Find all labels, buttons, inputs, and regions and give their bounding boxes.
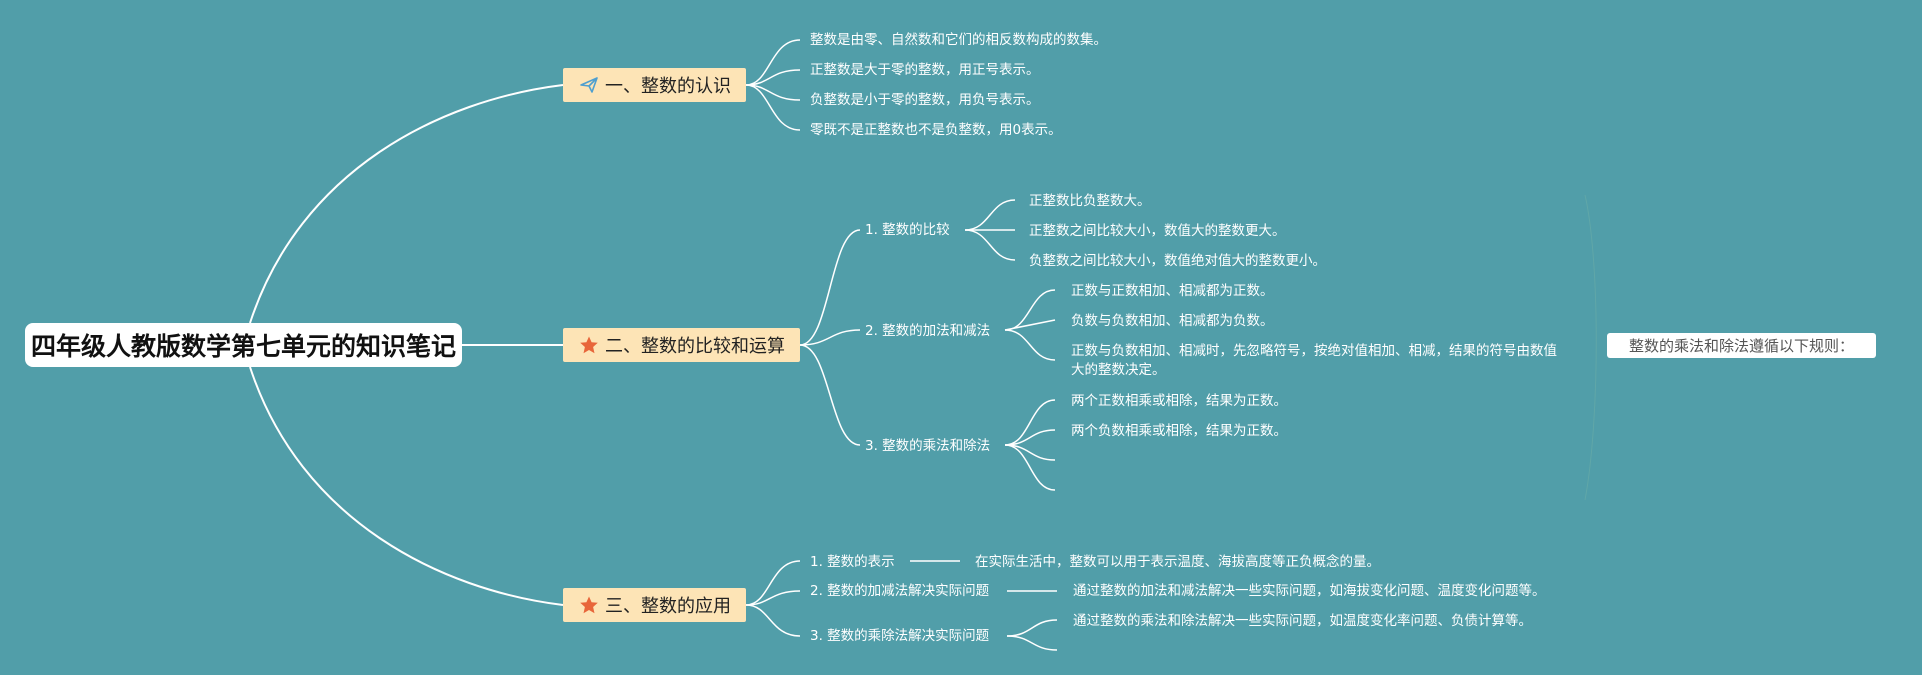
multiply-divide-item-1: 两个正数相乘或相除，结果为正数。 bbox=[1071, 393, 1287, 409]
add-subtract-problems-item: 通过整数的加法和减法解决一些实际问题，如海拔变化问题、温度变化问题等。 bbox=[1073, 583, 1546, 599]
root-node-title[interactable]: 四年级人教版数学第七单元的知识笔记 bbox=[25, 323, 462, 367]
add-subtract-item-1: 正数与正数相加、相减都为正数。 bbox=[1071, 283, 1274, 299]
topic-1-item-3: 负整数是小于零的整数，用负号表示。 bbox=[810, 92, 1040, 108]
topic-1-item-2: 正整数是大于零的整数，用正号表示。 bbox=[810, 62, 1040, 78]
topic-1-item-1: 整数是由零、自然数和它们的相反数构成的数集。 bbox=[810, 32, 1107, 48]
subtopic-add-subtract[interactable]: 2. 整数的加法和减法 bbox=[865, 323, 991, 339]
paper-plane-icon bbox=[579, 75, 599, 95]
add-subtract-item-3: 正数与负数相加、相减时，先忽略符号，按绝对值相加、相减，结果的符号由数值大的整数… bbox=[1071, 343, 1557, 378]
compare-item-3: 负整数之间比较大小，数值绝对值大的整数更小。 bbox=[1029, 253, 1326, 269]
topic-2-label: 二、整数的比较和运算 bbox=[605, 336, 785, 357]
topic-1-node[interactable]: 一、整数的认识 bbox=[563, 68, 746, 102]
star-icon bbox=[579, 595, 599, 615]
subtopic-multiply-divide-problems[interactable]: 3. 整数的乘除法解决实际问题 bbox=[810, 628, 990, 644]
topic-1-label: 一、整数的认识 bbox=[605, 76, 731, 97]
multiply-divide-problems-item: 通过整数的乘法和除法解决一些实际问题，如温度变化率问题、负债计算等。 bbox=[1073, 613, 1532, 629]
multiply-divide-item-2: 两个负数相乘或相除，结果为正数。 bbox=[1071, 423, 1287, 439]
topic-2-node[interactable]: 二、整数的比较和运算 bbox=[563, 328, 800, 362]
subtopic-add-subtract-problems[interactable]: 2. 整数的加减法解决实际问题 bbox=[810, 583, 990, 599]
compare-item-1: 正整数比负整数大。 bbox=[1029, 193, 1151, 209]
subtopic-representation[interactable]: 1. 整数的表示 bbox=[810, 554, 895, 570]
compare-item-2: 正整数之间比较大小，数值大的整数更大。 bbox=[1029, 223, 1286, 239]
topic-1-item-4: 零既不是正整数也不是负整数，用0表示。 bbox=[810, 122, 1062, 138]
rule-note-node[interactable]: 整数的乘法和除法遵循以下规则： bbox=[1607, 333, 1876, 358]
representation-item: 在实际生活中，整数可以用于表示温度、海拔高度等正负概念的量。 bbox=[975, 554, 1380, 570]
topic-3-node[interactable]: 三、整数的应用 bbox=[563, 588, 746, 622]
subtopic-multiply-divide[interactable]: 3. 整数的乘法和除法 bbox=[865, 438, 991, 454]
star-icon bbox=[579, 335, 599, 355]
add-subtract-item-2: 负数与负数相加、相减都为负数。 bbox=[1071, 313, 1274, 329]
topic-3-label: 三、整数的应用 bbox=[605, 596, 731, 617]
subtopic-compare[interactable]: 1. 整数的比较 bbox=[865, 222, 950, 238]
